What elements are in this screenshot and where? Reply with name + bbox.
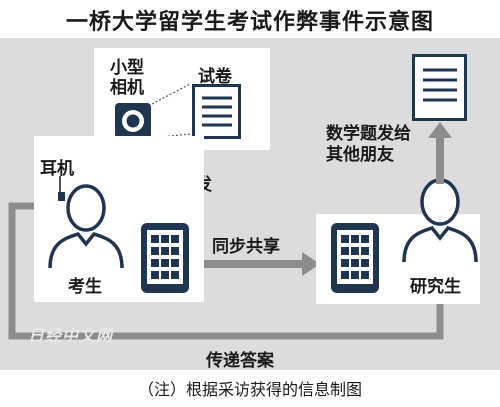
earphone-indicator (58, 176, 65, 201)
send-friends-arrow (428, 122, 452, 184)
exam-paper-icon (192, 84, 241, 139)
camera-label: 小型 相机 (110, 58, 144, 98)
camera-icon (115, 103, 151, 139)
grad-student-person-icon (402, 178, 478, 264)
watermark: 日经中文网 (28, 326, 114, 345)
pass-answers-label: 传递答案 (206, 351, 274, 371)
examinee-person-icon (48, 184, 124, 269)
exam-paper-label: 试卷 (198, 67, 232, 87)
send-friends-label: 数学题发给 其他朋友 (326, 124, 411, 165)
examinee-phone-icon (141, 223, 189, 293)
sync-share-label: 同步共享 (212, 237, 280, 257)
examinee-label: 考生 (68, 277, 102, 297)
camera-sight-lines (151, 83, 191, 139)
earphone-label: 耳机 (40, 159, 74, 179)
sync-share-arrow (204, 252, 320, 276)
grad-phone-icon (331, 223, 379, 293)
diagram-title: 一桥大学留学生考试作弊事件示意图 (65, 10, 434, 35)
grad-student-label: 研究生 (410, 277, 461, 297)
caption: （注）根据采访获得的信息制图 (137, 380, 362, 399)
friends-document-icon (412, 54, 467, 121)
